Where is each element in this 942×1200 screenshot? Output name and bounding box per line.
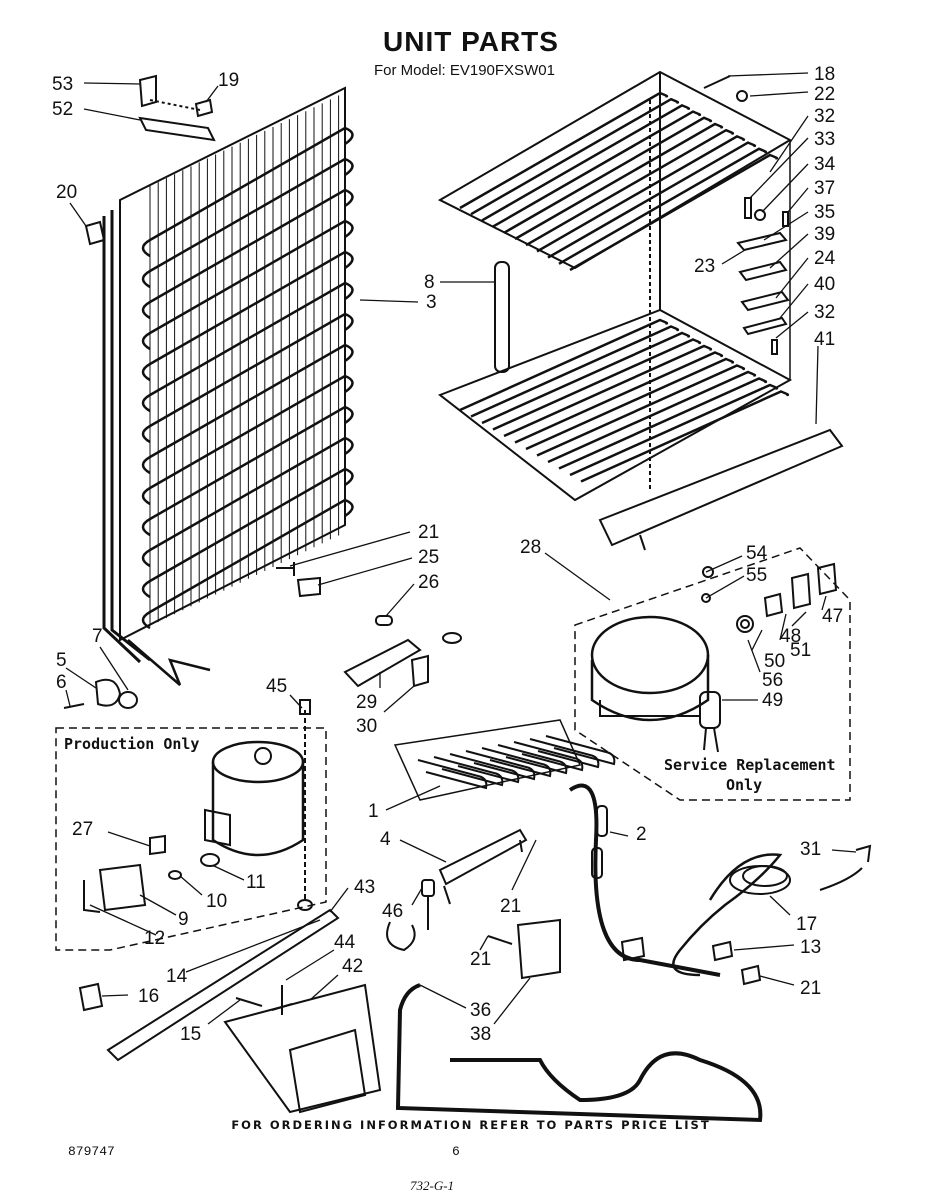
callout-38: 38: [470, 1024, 491, 1045]
callout-45: 45: [266, 676, 287, 697]
callout-8: 8: [424, 272, 435, 293]
callout-33: 33: [814, 129, 835, 150]
callout-56: 56: [762, 670, 783, 691]
callout-28: 28: [520, 537, 541, 558]
callout-34: 34: [814, 154, 836, 175]
callout-24: 24: [814, 248, 836, 269]
service-only-label: Only: [726, 776, 762, 794]
page-title: UNIT PARTS: [383, 26, 559, 57]
callout-10: 10: [206, 891, 227, 912]
callout-53: 53: [52, 74, 73, 95]
callout-19: 19: [218, 70, 239, 91]
evaporator-shelves: [437, 70, 844, 551]
callout-16: 16: [138, 986, 159, 1007]
callout-37: 37: [814, 178, 835, 199]
misc-parts: [63, 74, 872, 1123]
callout-48: 48: [780, 626, 801, 647]
callout-40: 40: [814, 274, 835, 295]
callout-31: 31: [800, 839, 821, 860]
callout-leader-lines: [65, 72, 857, 1025]
callout-4: 4: [380, 829, 391, 850]
service-replacement-box: [574, 547, 851, 801]
production-only-label: Production Only: [64, 735, 199, 753]
callout-54: 54: [746, 543, 768, 564]
callout-41: 41: [814, 329, 835, 350]
model-subtitle: For Model: EV190FXSW01: [374, 62, 555, 79]
callout-49: 49: [762, 690, 783, 711]
callout-23: 23: [694, 256, 715, 277]
callout-7: 7: [92, 626, 103, 647]
callout-9: 9: [178, 909, 189, 930]
callout-14: 14: [166, 966, 188, 987]
callout-52: 52: [52, 99, 73, 120]
callout-36: 36: [470, 1000, 491, 1021]
callout-44: 44: [334, 932, 356, 953]
callout-2: 2: [636, 824, 647, 845]
document-number: 879747: [68, 1144, 115, 1159]
callout-29: 29: [356, 692, 377, 713]
callout-42: 42: [342, 956, 363, 977]
callout-numbers: 53 52 19 20 3 8 18 22 32 33 34 37 35 39 …: [52, 64, 843, 1045]
callout-39: 39: [814, 224, 835, 245]
callout-26: 26: [418, 572, 439, 593]
callout-43: 43: [354, 877, 375, 898]
service-replacement-label: Service Replacement: [664, 756, 836, 774]
ordering-info-footer: FOR ORDERING INFORMATION REFER TO PARTS …: [231, 1118, 711, 1132]
callout-46: 46: [382, 901, 403, 922]
handwritten-stamp: 732-G-1: [410, 1178, 455, 1193]
condenser-coil: [102, 86, 354, 686]
callout-20: 20: [56, 182, 77, 203]
callout-30: 30: [356, 716, 377, 737]
callout-21-c: 21: [800, 978, 821, 999]
callout-27: 27: [72, 819, 93, 840]
callout-3: 3: [426, 292, 437, 313]
page-number: 6: [452, 1144, 460, 1159]
callout-32-bottom: 32: [814, 302, 835, 323]
callout-11: 11: [246, 872, 266, 893]
callout-55: 55: [746, 565, 767, 586]
callout-51: 51: [790, 640, 811, 661]
callout-32-top: 32: [814, 106, 835, 127]
callout-21-b: 21: [500, 896, 521, 917]
callout-17: 17: [796, 914, 817, 935]
callout-5: 5: [56, 650, 67, 671]
callout-15: 15: [180, 1024, 201, 1045]
callout-6: 6: [56, 672, 67, 693]
callout-50: 50: [764, 651, 785, 672]
callout-21-a: 21: [418, 522, 439, 543]
callout-1: 1: [368, 801, 379, 822]
callout-22: 22: [814, 84, 835, 105]
production-only-box: [55, 699, 327, 951]
callout-13: 13: [800, 937, 821, 958]
callout-47: 47: [822, 606, 843, 627]
callout-35: 35: [814, 202, 835, 223]
callout-25: 25: [418, 547, 439, 568]
callout-21-d: 21: [470, 949, 491, 970]
callout-18: 18: [814, 64, 835, 85]
callout-12: 12: [144, 928, 165, 949]
